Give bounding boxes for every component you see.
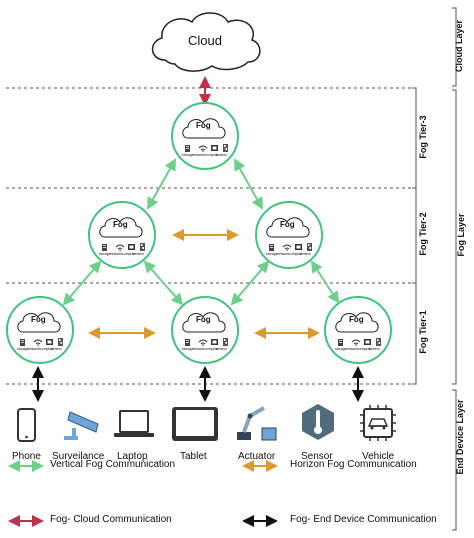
laptop-icon <box>114 410 154 437</box>
vertical-fog-arrows <box>62 158 340 306</box>
fog-label: Fog <box>31 315 46 324</box>
device-label-surveilance: Surveilance <box>52 451 105 462</box>
fog-tier1-label: Fog Tier-1 <box>418 310 428 354</box>
vehicle-chip-icon <box>360 405 396 441</box>
service-label-network: network <box>277 252 290 256</box>
fog-node-tier1-center <box>171 296 239 364</box>
robot-arm-icon <box>237 406 277 441</box>
service-label-storage: storage <box>335 347 347 351</box>
fog-node-tier1-right <box>324 296 392 364</box>
layer-brackets <box>412 7 457 531</box>
service-label-storage: storage <box>266 252 278 256</box>
device-label-actuator: Actuator <box>238 451 276 462</box>
service-label-control: control <box>133 252 144 256</box>
service-label-control: control <box>51 347 62 351</box>
service-label-control: control <box>216 347 227 351</box>
service-label-control: control <box>216 153 227 157</box>
service-label-storage: storage <box>182 347 194 351</box>
fog-label: Fog <box>113 220 128 229</box>
cloud-shape <box>151 12 261 72</box>
device-label-laptop: Laptop <box>117 451 148 462</box>
fog-label: Fog <box>280 220 295 229</box>
phone-icon <box>17 408 36 442</box>
fog-label: Fog <box>196 315 211 324</box>
device-label-tablet: Tablet <box>180 451 207 462</box>
service-label-network: network <box>110 252 123 256</box>
fog-layer-label: Fog Layer <box>456 213 466 257</box>
service-label-storage: storage <box>99 252 111 256</box>
service-label-control: control <box>300 252 311 256</box>
end-device-layer-label: End Device Layer <box>455 399 465 475</box>
device-label-phone: Phone <box>12 451 41 462</box>
cloud-label: Cloud <box>188 33 222 48</box>
end-device-arrows <box>32 366 364 402</box>
service-label-network: network <box>346 347 359 351</box>
thermometer-icon <box>302 404 334 440</box>
fog-node-tier2-left <box>88 201 156 269</box>
fog-node-tier1-left <box>6 296 74 364</box>
cloud-layer-label: Cloud Layer <box>454 19 464 72</box>
service-label-compute: compute <box>205 347 219 351</box>
legend-fog-cloud-label: Fog- Cloud Communication <box>50 514 172 525</box>
device-label-sensor: Sensor <box>301 451 333 462</box>
legend-fog-end-label: Fog- End Device Communication <box>290 514 437 525</box>
fog-label: Fog <box>196 121 211 130</box>
fog-tier2-label: Fog Tier-2 <box>418 212 428 256</box>
camera-icon <box>64 411 99 440</box>
service-label-network: network <box>193 153 206 157</box>
service-label-storage: storage <box>17 347 29 351</box>
tablet-icon <box>172 407 218 441</box>
service-label-compute: compute <box>358 347 372 351</box>
fog-tier3-label: Fog Tier-3 <box>418 115 428 159</box>
fog-node-tier3 <box>171 102 239 170</box>
service-label-compute: compute <box>205 153 219 157</box>
fog-label: Fog <box>349 315 364 324</box>
legend-horizon-label: Horizon Fog Communication <box>290 459 417 470</box>
device-label-vehicle: Vehicle <box>362 451 395 462</box>
horizon-fog-arrows <box>88 229 320 339</box>
service-label-compute: compute <box>40 347 54 351</box>
service-label-network: network <box>28 347 41 351</box>
service-label-compute: compute <box>289 252 303 256</box>
service-label-control: control <box>369 347 380 351</box>
legend-vertical-label: Vertical Fog Communication <box>50 459 176 470</box>
service-label-storage: storage <box>182 153 194 157</box>
fog-node-tier2-right <box>255 201 323 269</box>
service-label-compute: compute <box>122 252 136 256</box>
service-label-network: network <box>193 347 206 351</box>
